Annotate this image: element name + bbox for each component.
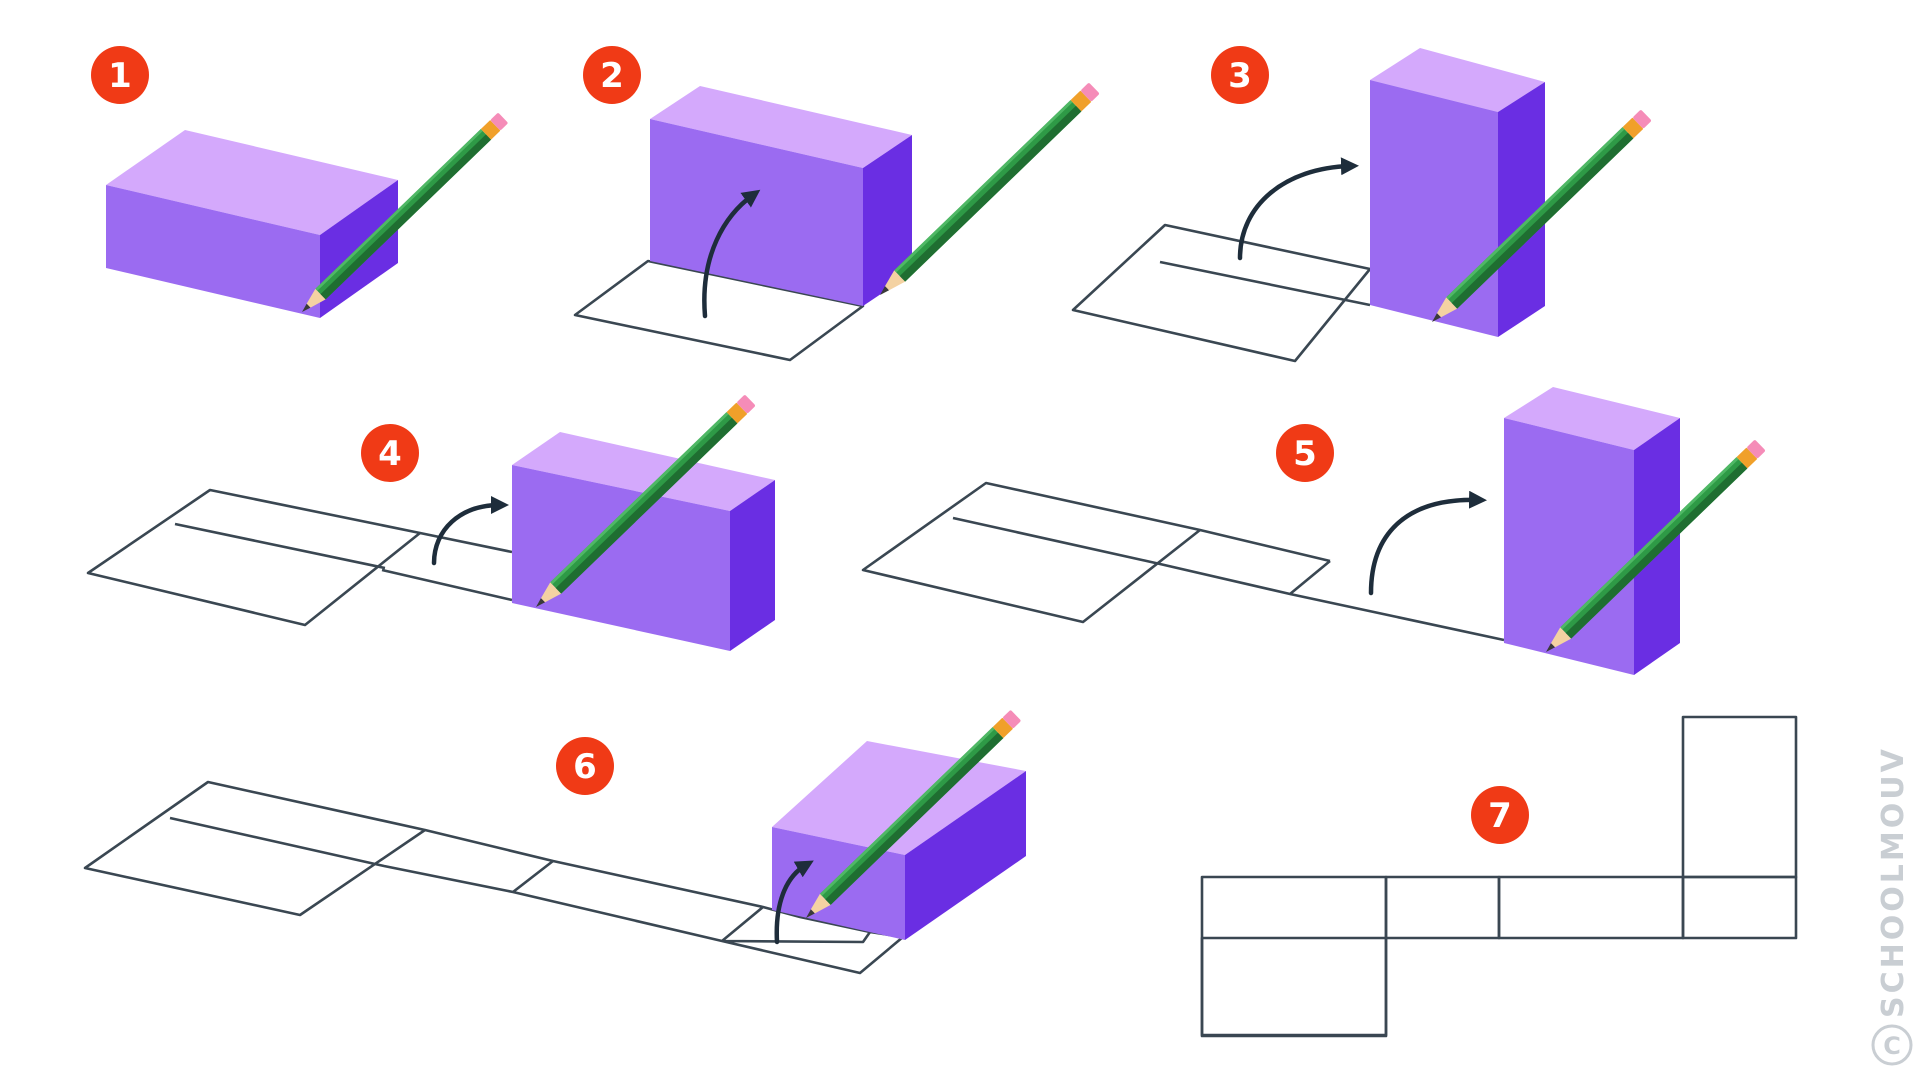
box-step-5 (1504, 387, 1680, 675)
curved-arrow-icon (1368, 490, 1487, 596)
step-badge-7: 7 (1471, 786, 1529, 844)
curved-arrow-icon (431, 496, 509, 566)
copyright-icon (1871, 1024, 1913, 1066)
box-side (1498, 82, 1545, 337)
box-top (1504, 387, 1680, 450)
net-step-2 (573, 259, 865, 362)
box-top (512, 432, 775, 511)
step-number: 2 (600, 56, 624, 96)
copyright-symbol: C (1883, 1032, 1901, 1060)
box-front (1370, 80, 1498, 337)
step-number: 3 (1228, 56, 1252, 96)
box-step-4 (512, 432, 775, 651)
box-step-6 (772, 741, 1026, 940)
step-badge-1: 1 (91, 46, 149, 104)
net-step-5 (861, 481, 1505, 642)
box-front (1504, 418, 1634, 675)
step-number: 4 (378, 434, 402, 474)
net-step-7 (1200, 715, 1798, 1038)
box-top (106, 130, 398, 235)
box-step-3 (1370, 48, 1545, 337)
step-badges: 1 2 3 4 5 6 7 (91, 46, 1529, 844)
step-badge-6: 6 (556, 737, 614, 795)
curved-arrow-icon (702, 189, 761, 319)
box-side (730, 480, 775, 651)
box-top (650, 86, 912, 168)
net-step-3 (1071, 223, 1372, 363)
curved-arrow-icon (774, 860, 814, 945)
net-step-6 (83, 780, 905, 975)
box-front (512, 465, 730, 651)
curved-arrows (431, 157, 1487, 945)
box-front (650, 119, 863, 306)
box-step-1 (106, 130, 398, 318)
step-number: 6 (573, 747, 597, 787)
step-badge-2: 2 (583, 46, 641, 104)
step-number: 1 (108, 56, 132, 96)
net-step-4 (86, 488, 513, 627)
box-step-2 (650, 86, 912, 306)
box-side (863, 135, 912, 306)
curved-arrow-icon (1237, 157, 1359, 261)
step-number: 5 (1293, 434, 1317, 474)
net-lines (83, 223, 1798, 1038)
step-number: 7 (1488, 796, 1512, 836)
step-badge-5: 5 (1276, 424, 1334, 482)
step-badge-4: 4 (361, 424, 419, 482)
box-front (106, 185, 320, 318)
box-side (905, 771, 1026, 940)
box-top (1370, 48, 1545, 112)
step-badge-3: 3 (1211, 46, 1269, 104)
watermark: C SCHOOLMOUV (1871, 746, 1913, 1066)
watermark-text: SCHOOLMOUV (1876, 746, 1911, 1018)
